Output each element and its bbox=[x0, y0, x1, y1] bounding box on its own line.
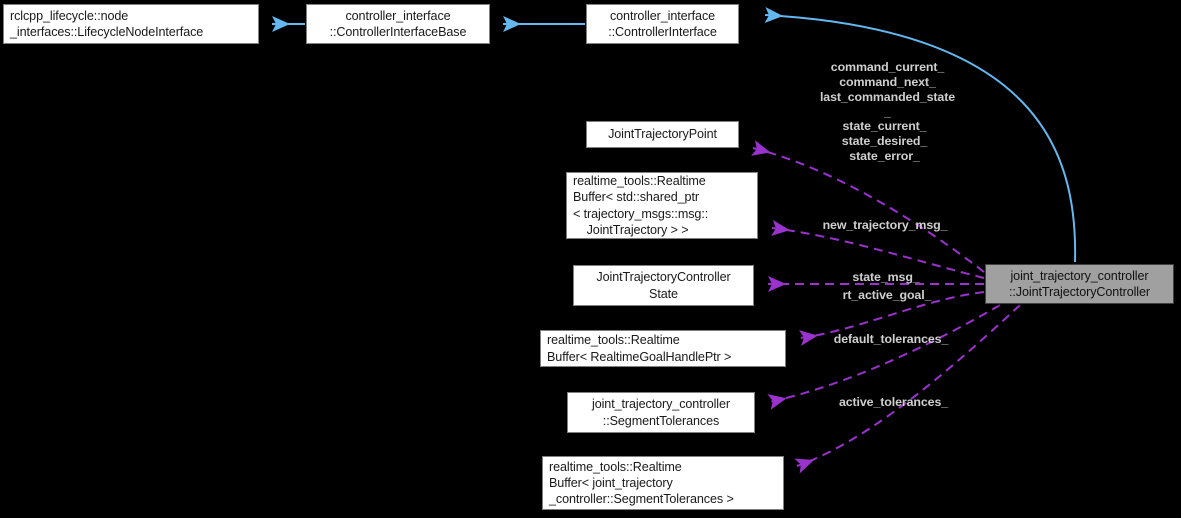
node-label: joint_trajectory_controller ::SegmentTol… bbox=[592, 397, 730, 428]
node-realtime-buffer-segment-tolerances[interactable]: realtime_tools::Realtime Buffer< joint_t… bbox=[542, 456, 784, 510]
node-joint-trajectory-controller-state[interactable]: JointTrajectoryController State bbox=[573, 265, 754, 306]
edge-label-command-labels: command_current_ command_next_ last_comm… bbox=[819, 60, 956, 120]
node-lifecycle-node-interface[interactable]: rclcpp_lifecycle::node _interfaces::Life… bbox=[3, 4, 259, 44]
node-label: joint_trajectory_controller ::JointTraje… bbox=[1008, 268, 1150, 299]
node-label: realtime_tools::Realtime Buffer< Realtim… bbox=[547, 333, 732, 364]
node-label: rclcpp_lifecycle::node _interfaces::Life… bbox=[10, 8, 204, 39]
node-label: controller_interface ::ControllerInterfa… bbox=[608, 8, 717, 39]
node-label: JointTrajectoryController State bbox=[596, 270, 731, 301]
node-controller-interface[interactable]: controller_interface ::ControllerInterfa… bbox=[586, 4, 739, 44]
node-joint-trajectory-point[interactable]: JointTrajectoryPoint bbox=[586, 121, 739, 148]
edge-label-active-tolerances-label: active_tolerances_ bbox=[838, 395, 949, 409]
edge-use-default-tolerances bbox=[767, 304, 1001, 410]
node-label: realtime_tools::Realtime Buffer< std::sh… bbox=[573, 174, 709, 237]
edge-label-default-tolerances-label: default_tolerances_ bbox=[833, 332, 949, 346]
node-label: controller_interface ::ControllerInterfa… bbox=[329, 8, 467, 39]
node-controller-interface-base[interactable]: controller_interface ::ControllerInterfa… bbox=[306, 4, 490, 44]
node-label: JointTrajectoryPoint bbox=[608, 127, 717, 142]
node-joint-trajectory-controller[interactable]: joint_trajectory_controller ::JointTraje… bbox=[985, 264, 1174, 304]
edge-label-state-msg-label: state_msg_ bbox=[852, 270, 920, 284]
edge-label-new-trajectory-msg-label: new_trajectory_msg_ bbox=[822, 218, 948, 232]
edge-use-command-state bbox=[751, 140, 985, 273]
edge-label-rt-active-goal-label: rt_active_goal_ bbox=[842, 288, 932, 302]
node-label: realtime_tools::Realtime Buffer< joint_t… bbox=[549, 459, 734, 507]
node-realtime-buffer-goal-handle-ptr[interactable]: realtime_tools::Realtime Buffer< Realtim… bbox=[540, 330, 786, 367]
node-segment-tolerances[interactable]: joint_trajectory_controller ::SegmentTol… bbox=[567, 392, 755, 433]
node-realtime-buffer-shared-ptr-joint-trajectory[interactable]: realtime_tools::Realtime Buffer< std::sh… bbox=[566, 172, 758, 239]
edge-label-state-labels: state_current_ state_desired_ state_erro… bbox=[841, 119, 928, 164]
edge-use-active-tolerances bbox=[794, 304, 1021, 474]
